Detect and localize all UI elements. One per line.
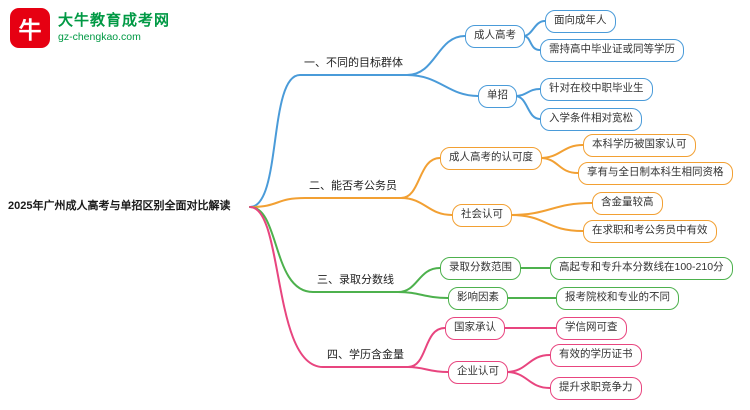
branch-label-degree-value: 四、学历含金量 [323, 347, 408, 369]
node-enterprise-recognition: 企业认可 [448, 361, 508, 384]
leaf-relaxed-admission: 入学条件相对宽松 [540, 108, 642, 131]
leaf-high-gold-content: 含金量较高 [592, 192, 663, 215]
leaf-vocational-students: 针对在校中职毕业生 [540, 78, 653, 101]
site-logo[interactable]: 牛 大牛教育成考网 gz-chengkao.com [10, 8, 170, 48]
bull-logo-icon: 牛 [10, 8, 50, 48]
node-score-range: 录取分数范围 [440, 257, 521, 280]
branch4-connector-group [249, 206, 557, 389]
logo-site-url: gz-chengkao.com [58, 30, 141, 43]
leaf-for-adults: 面向成年人 [545, 10, 616, 33]
bull-logo-glyph: 牛 [18, 17, 42, 43]
node-single-recruitment: 单招 [478, 85, 517, 108]
node-social-recognition: 社会认可 [452, 204, 512, 227]
leaf-high-school-diploma-required: 需持高中毕业证或同等学历 [540, 39, 684, 62]
branch-label-target-groups: 一、不同的目标群体 [300, 55, 407, 77]
logo-text-block: 大牛教育成考网 gz-chengkao.com [58, 11, 170, 44]
node-influencing-factors: 影响因素 [448, 287, 508, 310]
leaf-xuexin-verifiable: 学信网可查 [556, 317, 627, 340]
logo-site-name: 大牛教育成考网 [58, 12, 171, 30]
leaf-job-competitiveness: 提升求职竞争力 [550, 377, 642, 400]
leaf-same-rights-as-fulltime: 享有与全日制本科生相同资格 [578, 162, 733, 185]
leaf-school-major-differences: 报考院校和专业的不同 [556, 287, 679, 310]
leaf-score-100-210: 高起专和专升本分数线在100-210分 [550, 257, 733, 280]
branch-label-admission-scores: 三、录取分数线 [313, 272, 398, 294]
branch1-connector-group [249, 20, 546, 208]
leaf-bachelor-state-recognized: 本科学历被国家认可 [583, 134, 696, 157]
leaf-valid-diploma: 有效的学历证书 [550, 344, 642, 367]
branch2-connector-group [249, 144, 593, 232]
node-adult-gaokao-recognition: 成人高考的认可度 [440, 147, 542, 170]
leaf-valid-for-jobs-civil-service: 在求职和考公务员中有效 [583, 220, 717, 243]
branch-label-civil-service: 二、能否考公务员 [305, 178, 401, 200]
node-adult-gaokao: 成人高考 [465, 25, 525, 48]
mindmap-root-node: 2025年广州成人高考与单招区别全面对比解读 [8, 200, 231, 212]
node-state-recognized: 国家承认 [445, 317, 505, 340]
